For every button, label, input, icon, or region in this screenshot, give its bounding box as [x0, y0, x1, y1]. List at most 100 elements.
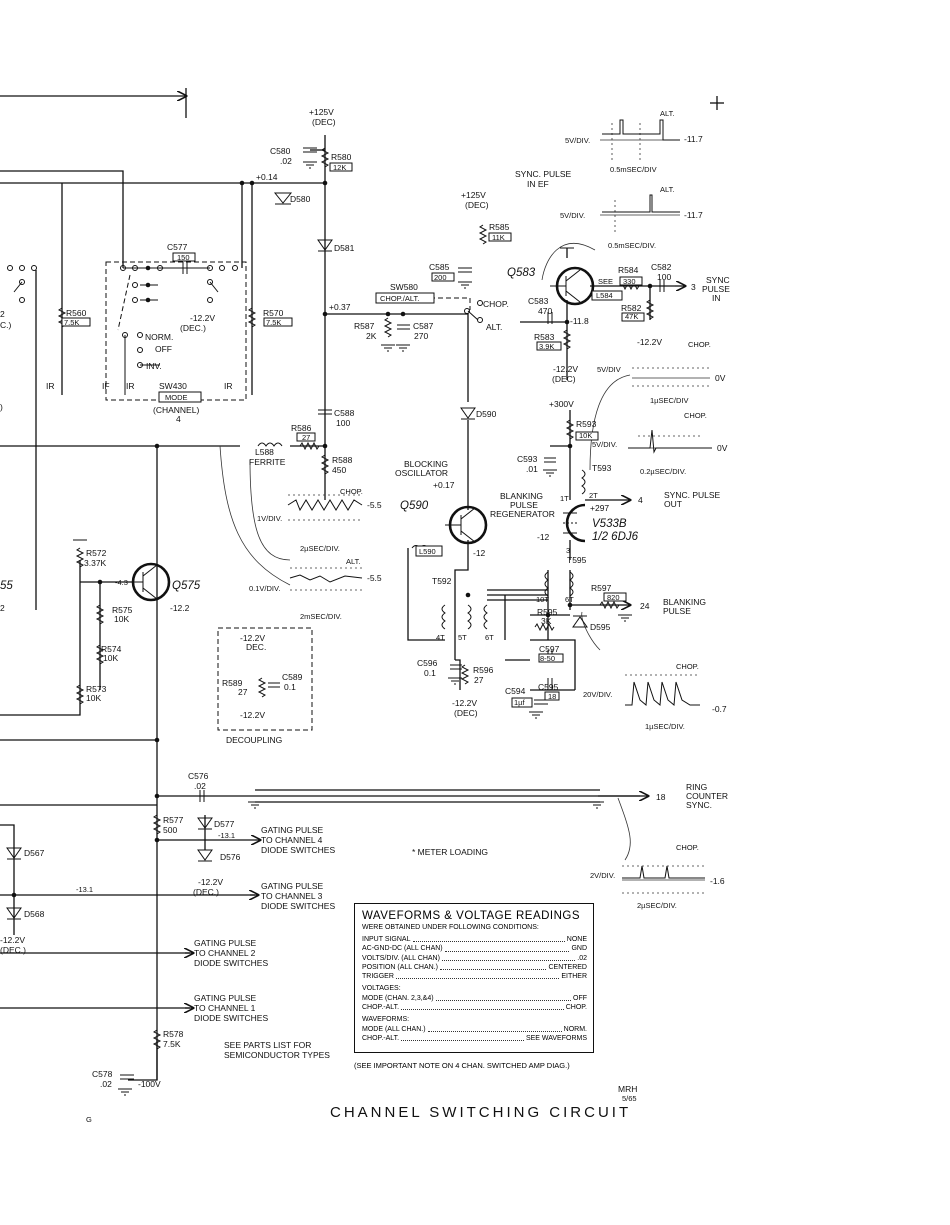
c587-label: C587	[413, 321, 434, 331]
condition-key: TRIGGER	[362, 973, 394, 981]
c589-label: C589	[282, 672, 303, 682]
condition-value: CENTERED	[548, 963, 587, 971]
r588-value: 450	[332, 465, 346, 475]
condition-row: VOLTS/DIV. (ALL CHAN).02	[362, 954, 587, 963]
scope3-time: 1µSEC/DIV	[650, 396, 689, 405]
scope7-tag: CHOP.	[676, 662, 699, 671]
voltage-07: -0.7	[712, 704, 727, 714]
gate4-label-2: TO CHANNEL 4	[261, 835, 323, 845]
r596-label: R596	[473, 665, 494, 675]
left-paren-label: )	[0, 402, 3, 412]
d580-label: D580	[290, 194, 311, 204]
v533b-label: V533B	[592, 518, 627, 530]
turns-3: 3	[566, 546, 570, 555]
mode-inv: INV.	[146, 361, 162, 371]
c582-value: 100	[657, 272, 671, 282]
signature-initials: MRH	[618, 1084, 637, 1094]
supply-100v: -100V	[138, 1079, 161, 1089]
component-shapes	[6, 147, 665, 1096]
r584-value: 330	[623, 277, 636, 286]
supply-12v-r582: -12.2V	[637, 337, 662, 347]
v533b-value: 1/2 6DJ6	[592, 531, 639, 543]
supply-12v-sw-dec: (DEC.)	[180, 323, 206, 333]
voltage-0v-b: 0V	[717, 443, 728, 453]
l590-label: L590	[419, 547, 436, 556]
r588-label: R588	[332, 455, 353, 465]
supply-125v-top-dec: (DEC)	[312, 117, 336, 127]
voltage-118: -11.8	[570, 316, 589, 326]
r577-label: R577	[163, 815, 184, 825]
r587-value: 2K	[366, 331, 377, 341]
voltage-16: -1.6	[710, 876, 725, 886]
condition-key: MODE (CHAN. 2,3,&4)	[362, 994, 434, 1002]
gate2-label-2: TO CHANNEL 2	[194, 948, 256, 958]
page-mark: G	[86, 1115, 92, 1124]
voltage-117-b: -11.7	[684, 210, 703, 220]
q583-label: Q583	[507, 267, 536, 279]
waveform-conditions-box: WAVEFORMS & VOLTAGE READINGS WERE OBTAIN…	[354, 903, 594, 1053]
r572-value: 3.37K	[84, 558, 107, 568]
sync-pulse-in-ef: SYNC. PULSE	[515, 169, 572, 179]
condition-value: CHOP.	[565, 1004, 587, 1012]
switch-chop: CHOP.	[483, 299, 509, 309]
voltage-12-a: -12	[537, 532, 550, 542]
r575-label: R575	[112, 605, 133, 615]
sw580-label: SW580	[390, 282, 418, 292]
page-frame	[0, 88, 724, 118]
c585-label: C585	[429, 262, 450, 272]
r593-label: R593	[576, 419, 597, 429]
scope-labels: 5V/DIV. ALT. 0.5mSEC/DIV 5V/DIV. ALT. 0.…	[249, 109, 711, 910]
d567-label: D567	[24, 848, 45, 858]
c593-label: C593	[517, 454, 538, 464]
supply-12v-d576: -12.2V	[198, 877, 223, 887]
sw430-channel: (CHANNEL)	[153, 405, 199, 415]
c597-value: 8-50	[540, 654, 555, 663]
voltage-122: -12.2	[170, 603, 190, 613]
scope8-tag: CHOP.	[676, 843, 699, 852]
r596-value: 27	[474, 675, 484, 685]
supply-12v-d576-dec: (DEC.)	[193, 887, 219, 897]
scope4-div: 5V/DIV.	[592, 440, 617, 449]
signal-labels: SYNC. PULSE IN EF SYNC PULSE IN 3 CHOP. …	[0, 169, 730, 1060]
l584-see: SEE	[598, 277, 613, 286]
sync-in-label-2: PULSE	[702, 284, 730, 294]
t592-label: T592	[432, 576, 452, 586]
q575-label: Q575	[172, 580, 201, 592]
decoupling-label: DECOUPLING	[226, 735, 282, 745]
c580-label: C580	[270, 146, 291, 156]
decoupling-v-b: -12.2V	[240, 710, 265, 720]
mode-norm: NORM.	[145, 332, 173, 342]
scope-traces	[287, 119, 712, 894]
t593-label: T593	[592, 463, 612, 473]
c585-value: 200	[434, 273, 447, 282]
c594-label: C594	[505, 686, 526, 696]
r570-label: R570	[263, 308, 284, 318]
condition-value: SEE WAVEFORMS	[525, 1034, 587, 1042]
voltage-55-b: -5.5	[367, 573, 382, 583]
d581-label: D581	[334, 243, 355, 253]
voltage-12-b: -12	[473, 548, 486, 558]
decoupling-v: -12.2V	[240, 633, 265, 643]
turns-1t: 1T	[560, 494, 569, 503]
scope2-tag: ALT.	[660, 185, 674, 194]
voltage-014: +0.14	[256, 172, 278, 182]
c578-value: .02	[100, 1079, 112, 1089]
r587-label: R587	[354, 321, 375, 331]
condition-value: OFF	[573, 994, 587, 1002]
meter-loading-note: * METER LOADING	[412, 847, 488, 857]
condition-key: VOLTS/DIV. (ALL CHAN)	[362, 954, 440, 962]
scope1-tag: ALT.	[660, 109, 674, 118]
r589-value: 27	[238, 687, 248, 697]
supply-300v: +300V	[549, 399, 574, 409]
gate2-label-3: DIODE SWITCHES	[194, 958, 268, 968]
d576-label: D576	[220, 852, 241, 862]
r578-value: 7.5K	[163, 1039, 181, 1049]
waveform-conditions-subheading: WERE OBTAINED UNDER FOLLOWING CONDITIONS…	[362, 924, 539, 931]
voltage-131-a: -13.1	[218, 831, 235, 840]
condition-row: POSITION (ALL CHAN.)CENTERED	[362, 963, 587, 972]
ring-counter: RING	[686, 782, 707, 792]
r574-value: 10K	[103, 653, 118, 663]
oscillator-label: OSCILLATOR	[395, 468, 448, 478]
